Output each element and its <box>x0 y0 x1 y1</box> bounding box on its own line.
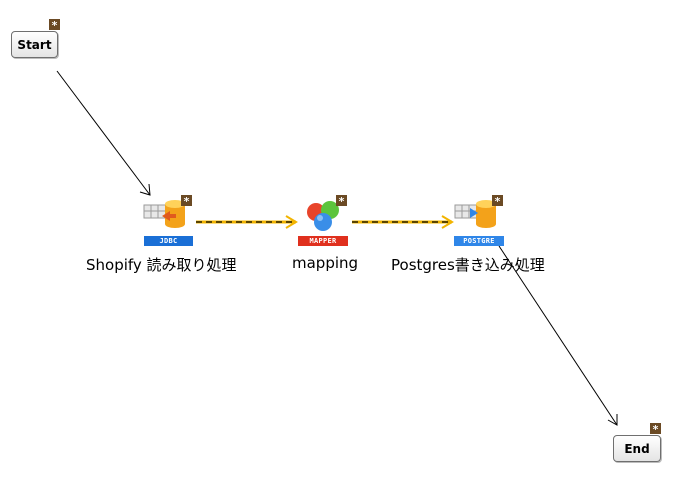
jdbc-database-icon[interactable] <box>143 200 185 228</box>
postgres-to-end-connector[interactable] <box>498 245 618 426</box>
end-node[interactable]: End <box>613 435 661 462</box>
start-node-label: Start <box>17 37 52 52</box>
postgres-database-icon[interactable] <box>454 200 496 228</box>
mapper-node-marker: * <box>336 195 347 208</box>
jdbc-to-mapper-data-flow[interactable] <box>196 215 298 229</box>
start-node-marker: * <box>49 19 60 32</box>
jdbc-node-label[interactable]: Shopify 読み取り処理 <box>86 256 237 274</box>
mapper-node-label[interactable]: mapping <box>292 254 359 272</box>
mapper-icon[interactable] <box>307 201 339 231</box>
mapper-badge: MAPPER <box>298 236 348 246</box>
jdbc-badge: JDBC <box>144 236 193 246</box>
start-node[interactable]: Start <box>11 31 58 58</box>
end-node-label: End <box>624 441 650 456</box>
postgres-node-label[interactable]: Postgres書き込み処理 <box>391 256 545 274</box>
start-to-jdbc-connector[interactable] <box>56 70 151 196</box>
postgres-node-marker: * <box>492 195 503 208</box>
jdbc-node-marker: * <box>181 195 192 208</box>
postgres-badge: POSTGRE <box>454 236 504 246</box>
end-node-marker: * <box>650 423 661 436</box>
mapper-to-postgres-data-flow[interactable] <box>352 215 454 229</box>
